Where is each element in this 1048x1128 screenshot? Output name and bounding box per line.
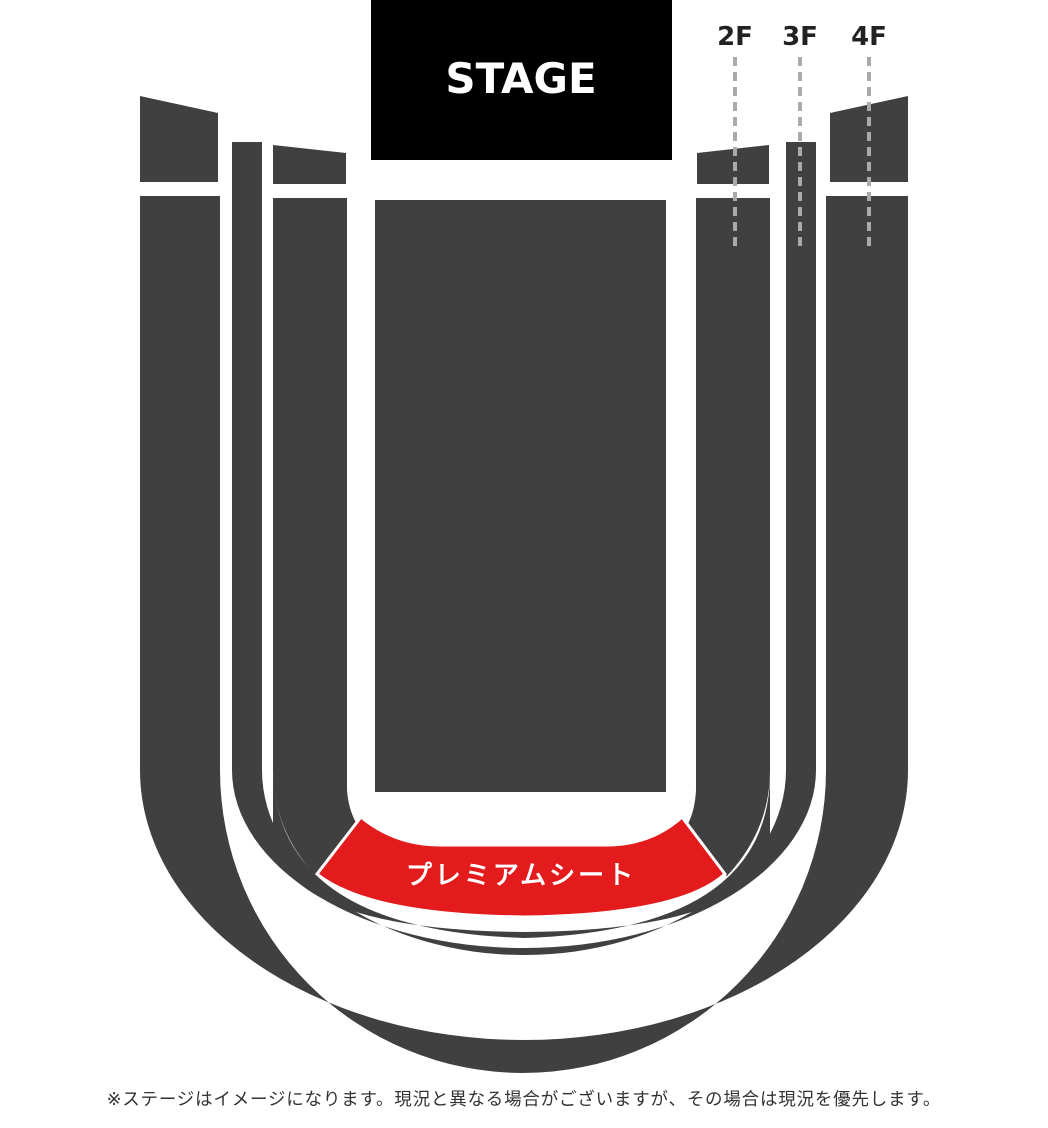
floor-label-2f: 2F <box>717 22 753 52</box>
tier-2f-left-cap <box>273 145 346 184</box>
stage-label: STAGE <box>445 54 596 103</box>
premium-seat-label: プレミアムシート <box>406 861 636 891</box>
tier-2f-block <box>273 198 380 876</box>
disclaimer-note: ※ステージはイメージになります。現況と異なる場合がございますが、その場合は現況を… <box>106 1090 942 1110</box>
floor-label-3f: 3F <box>782 22 818 52</box>
tier-2f-block-right <box>668 198 770 876</box>
premium-seat-area[interactable] <box>314 814 728 919</box>
stage-block <box>371 0 672 160</box>
tier-4f-block <box>140 196 908 1073</box>
tier-4f-left-cap <box>140 96 218 182</box>
floor-label-4f: 4F <box>851 22 887 52</box>
arena-floor <box>375 200 666 792</box>
